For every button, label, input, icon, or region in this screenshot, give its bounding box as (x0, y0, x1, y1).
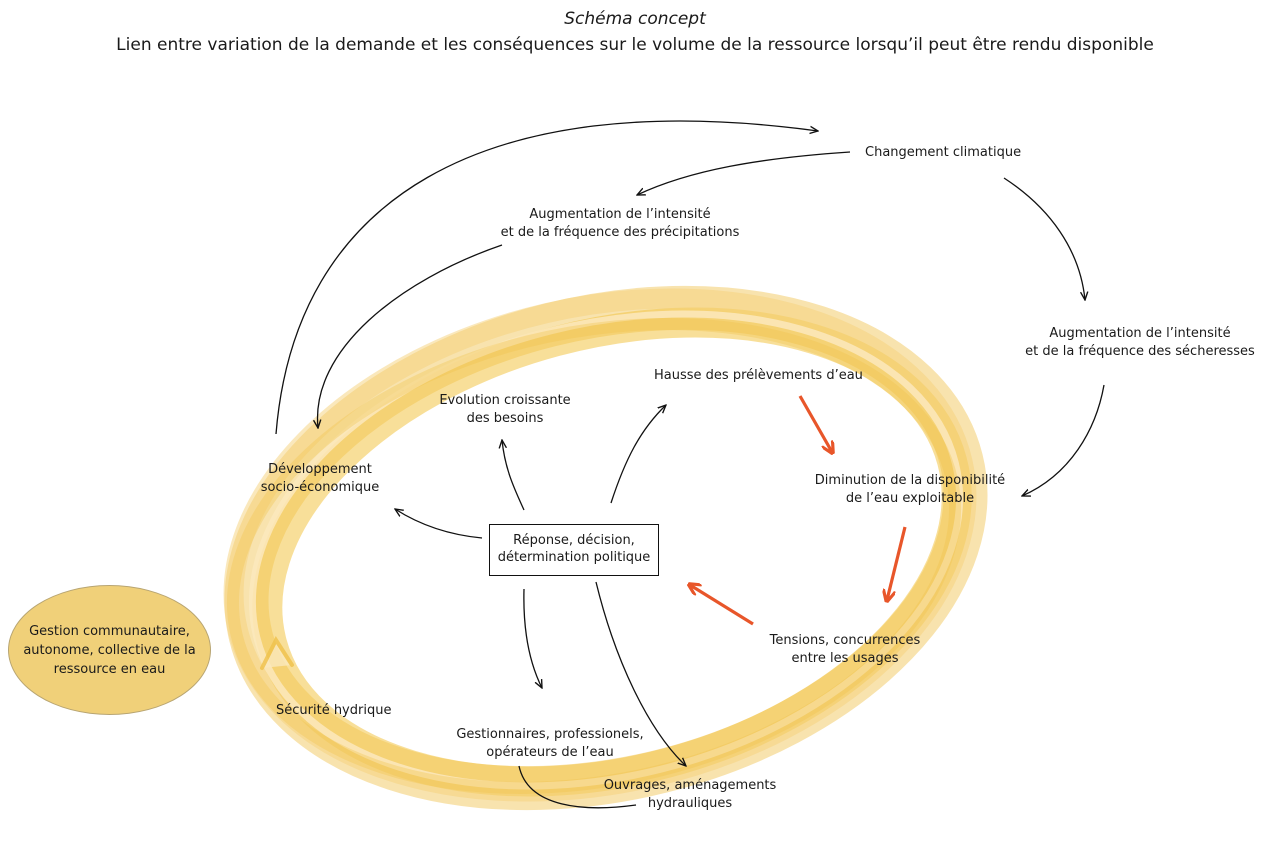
node-disponibilite-line1: Diminution de la disponibilité (814, 473, 1006, 488)
node-tensions: Tensions, concurrences entre les usages (745, 632, 945, 668)
gestion-communautaire-label: Gestion communautaire, autonome, collect… (23, 623, 196, 677)
arrow-gestionnaires-to-ouvrages (518, 765, 637, 809)
diagram-subtitle: Lien entre variation de la demande et le… (116, 35, 1154, 55)
arrow-reponse-to-prelevements (610, 405, 666, 504)
node-ouvrages-line2: hydrauliques (647, 796, 733, 811)
node-ouvrages: Ouvrages, aménagements hydrauliques (580, 777, 800, 813)
node-precipitations-line2: et de la fréquence des précipitations (500, 225, 740, 240)
arrow-reponse-to-dev (395, 509, 483, 539)
node-gestionnaires: Gestionnaires, professionels, opérateurs… (430, 726, 670, 762)
node-precipitations: Augmentation de l’intensité et de la fré… (470, 206, 770, 242)
node-reponse-line1: Réponse, décision, (513, 533, 635, 548)
node-secheresses-line2: et de la fréquence des sécheresses (1025, 344, 1255, 359)
arrow-precip-to-dev (318, 244, 503, 428)
arrow-secheresse-to-disponibilite (1022, 384, 1105, 496)
node-gestionnaires-line2: opérateurs de l’eau (486, 745, 614, 760)
node-reponse-box: Réponse, décision, détermination politiq… (489, 524, 659, 576)
node-ouvrages-line1: Ouvrages, aménagements (603, 778, 777, 793)
diagram-title: Schéma concept (564, 9, 706, 29)
arrow-reponse-to-besoins (502, 440, 525, 511)
arrow-climat-to-precip (637, 151, 851, 195)
arrow-reponse-to-gestionnaires (523, 588, 542, 688)
arrow-reponse-to-ouvrages (595, 581, 686, 766)
red-arrow-disponibilite-to-tensions (887, 526, 907, 600)
node-gestionnaires-line1: Gestionnaires, professionels, (456, 727, 644, 742)
node-developpement: Développement socio-économique (250, 461, 390, 497)
node-prelevements: Hausse des prélèvements d’eau (654, 368, 863, 383)
node-reponse-line2: détermination politique (497, 550, 651, 565)
node-tensions-line1: Tensions, concurrences (769, 633, 921, 648)
node-besoins: Evolution croissante des besoins (405, 392, 605, 428)
node-besoins-line2: des besoins (466, 411, 544, 426)
node-changement-climatique: Changement climatique (865, 145, 1022, 160)
node-disponibilite: Diminution de la disponibilité de l’eau … (790, 472, 1030, 508)
node-disponibilite-line2: de l’eau exploitable (845, 491, 975, 506)
node-secheresses-line1: Augmentation de l’intensité (1049, 326, 1231, 341)
node-developpement-line1: Développement (268, 462, 372, 477)
node-securite: Sécurité hydrique (276, 703, 392, 718)
gestion-communautaire-bubble: Gestion communautaire, autonome, collect… (8, 585, 211, 715)
node-besoins-line1: Evolution croissante (439, 393, 571, 408)
arrow-climat-to-secheresse (1003, 177, 1085, 300)
node-precipitations-line1: Augmentation de l’intensité (529, 207, 711, 222)
node-secheresses: Augmentation de l’intensité et de la fré… (1010, 325, 1270, 361)
node-tensions-line2: entre les usages (791, 651, 899, 666)
red-arrow-tensions-to-reponse (690, 585, 754, 626)
node-developpement-line2: socio-économique (260, 480, 380, 495)
red-arrow-prelevements-to-disponibilite (798, 395, 832, 452)
arrow-dev-to-climat (275, 120, 818, 435)
cycle-band (223, 285, 988, 811)
